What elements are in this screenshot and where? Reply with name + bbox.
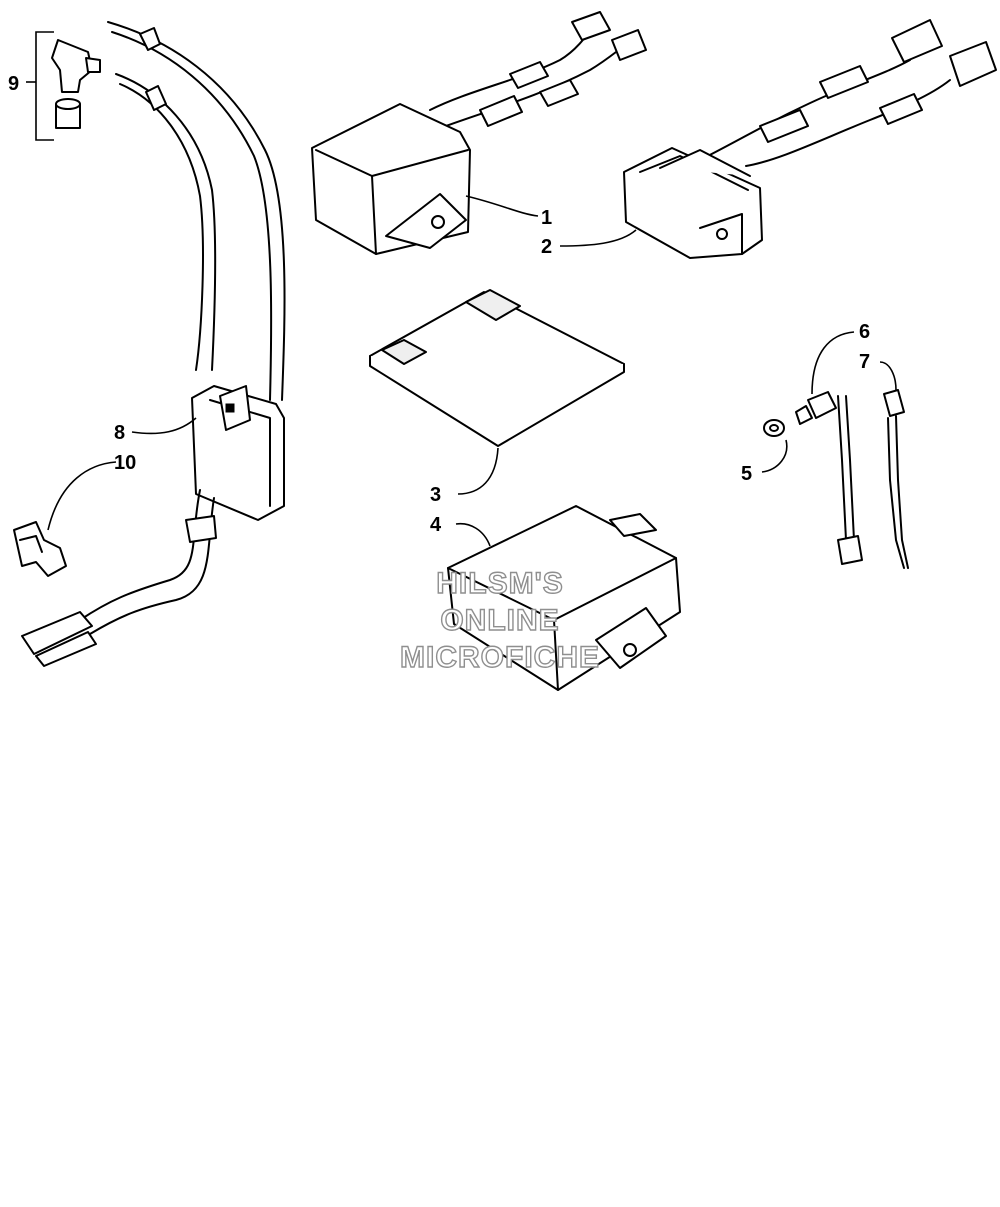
callout-1: 1 — [541, 207, 552, 229]
wire-lead[interactable] — [883, 389, 909, 569]
cdi-module[interactable] — [311, 11, 647, 255]
callout-4-leader — [455, 522, 491, 547]
callout-6-leader — [811, 331, 855, 395]
callout-7: 7 — [859, 351, 870, 373]
callout-9: 9 — [8, 73, 19, 95]
watermark-line-2: ONLINE — [440, 604, 559, 637]
callout-8: 8 — [114, 422, 125, 444]
callout-3: 3 — [430, 484, 441, 506]
callout-4: 4 — [430, 514, 442, 536]
callout-1-leader — [465, 195, 539, 217]
watermark: HILSM'S ONLINE MICROFICHE — [399, 566, 600, 674]
control-box[interactable] — [447, 505, 681, 691]
spark-plug-cap[interactable] — [51, 39, 101, 129]
regulator-rectifier[interactable] — [623, 19, 997, 259]
watermark-line-3: MICROFICHE — [400, 641, 600, 674]
callout-10: 10 — [114, 452, 136, 474]
callout-5-leader — [761, 439, 788, 473]
ignition-coil[interactable] — [21, 21, 286, 667]
callout-7-leader — [879, 361, 897, 391]
callout-8-leader — [131, 417, 197, 435]
washer[interactable] — [763, 419, 785, 437]
callout-2: 2 — [541, 236, 552, 258]
wire-clip[interactable] — [13, 521, 67, 577]
callout-6: 6 — [859, 321, 870, 343]
watermark-line-1: HILSM'S — [436, 567, 563, 600]
callout-9-bracket — [35, 31, 54, 141]
callout-5: 5 — [741, 463, 752, 485]
callout-2-leader — [559, 229, 637, 247]
temperature-sensor[interactable] — [795, 391, 863, 565]
callout-10-leader — [47, 461, 117, 531]
callout-3-leader — [457, 447, 499, 495]
insulating-pad[interactable] — [369, 289, 625, 447]
